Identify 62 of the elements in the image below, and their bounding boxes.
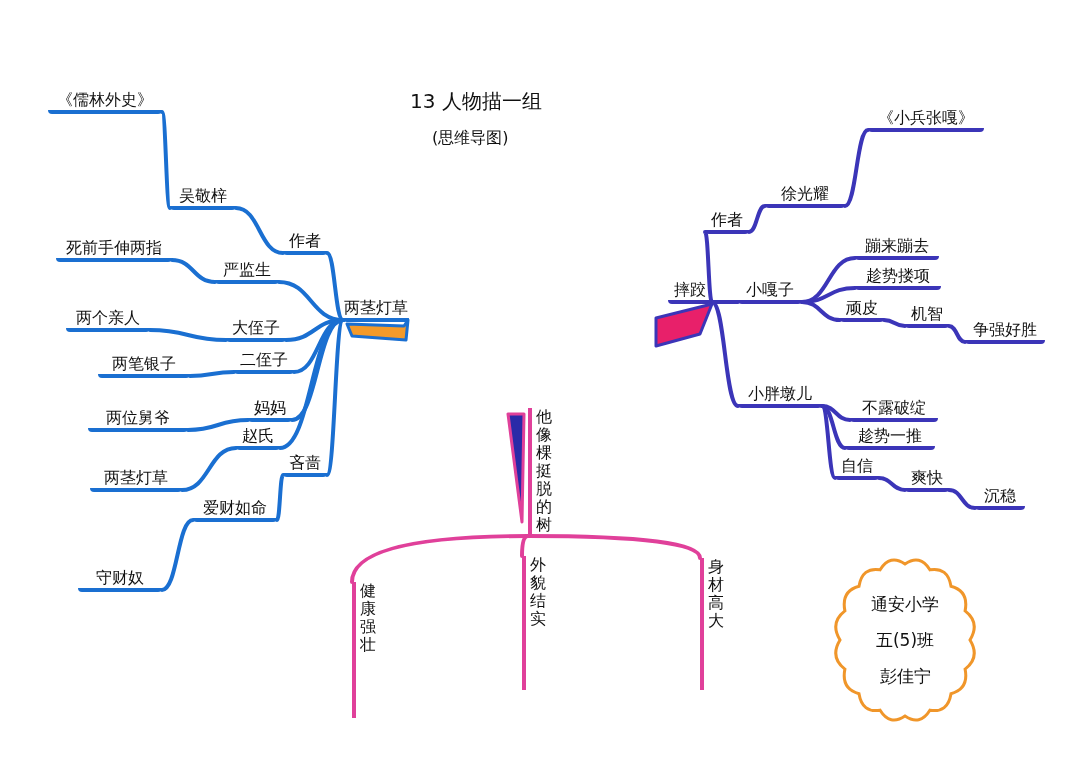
branch-label: 机智 — [905, 304, 949, 328]
branch-label: 两茎灯草 — [90, 468, 182, 492]
branch-line — [275, 473, 285, 522]
branch-line — [526, 534, 702, 560]
branch-label: 他像棵挺脱的树 — [528, 408, 554, 536]
class-label: 五(5)班 — [874, 630, 936, 650]
branch-line — [160, 518, 195, 592]
branch-line — [747, 204, 767, 234]
branch-label: 争强好胜 — [965, 320, 1045, 344]
branch-label: 健康强壮 — [352, 582, 378, 718]
title: 13 人物描一组 — [410, 88, 542, 115]
branch-line — [947, 488, 977, 510]
branch-line — [947, 324, 967, 344]
branch-label: 两位舅爷 — [88, 408, 188, 432]
branch-label: 徐光耀 — [765, 184, 845, 208]
branch-label: 守财奴 — [78, 568, 162, 592]
branch-line — [882, 318, 907, 328]
branch-line — [234, 206, 285, 255]
branch-label: 摔跤 — [668, 280, 712, 304]
cloud-shape — [832, 556, 978, 724]
branch-line — [170, 258, 217, 284]
branch-line — [186, 418, 250, 432]
name-label: 彭佳宁 — [878, 666, 932, 686]
branch-line — [188, 370, 236, 378]
branch-line — [877, 476, 907, 492]
branch-label: 作者 — [283, 231, 327, 255]
branch-label: 赵氏 — [236, 426, 280, 450]
branch-label: 妈妈 — [248, 398, 292, 422]
branch-label: 不露破绽 — [850, 398, 938, 422]
branch-label: 自信 — [835, 456, 879, 480]
branch-line — [148, 328, 228, 342]
branch-label: 作者 — [705, 210, 749, 234]
branch-label: 两笔银子 — [98, 354, 190, 378]
branch-label: 《儒林外史》 — [48, 90, 162, 114]
branch-label: 吴敬梓 — [170, 186, 236, 210]
branch-label: 吝啬 — [283, 453, 327, 477]
branch-label: 趁势一推 — [845, 426, 935, 450]
branch-line — [180, 446, 238, 492]
branch-label: 大侄子 — [226, 318, 286, 342]
branch-line — [820, 404, 847, 450]
branch-line — [160, 110, 172, 210]
subtitle: (思维导图) — [432, 128, 509, 149]
branch-label: 两茎灯草 — [343, 298, 409, 322]
branch-label: 身材高大 — [700, 558, 726, 690]
branch-label: 小嘎子 — [738, 280, 802, 304]
branch-label: 沉稳 — [975, 486, 1025, 510]
school-label: 通安小学 — [870, 594, 940, 614]
branch-label: 严监生 — [215, 260, 279, 284]
branch-line — [843, 128, 870, 208]
branch-label: 《小兵张嘎》 — [868, 108, 984, 132]
branch-label: 爱财如命 — [193, 498, 277, 522]
branch-label: 爽快 — [905, 468, 949, 492]
branch-label: 小胖墩儿 — [738, 384, 822, 408]
branch-line — [800, 300, 842, 322]
branch-label: 外貌结实 — [522, 556, 548, 690]
branch-line — [820, 404, 837, 480]
branch-label: 死前手伸两指 — [56, 238, 172, 262]
branch-label: 顽皮 — [840, 298, 884, 322]
branch-label: 两个亲人 — [66, 308, 150, 332]
branch-label: 趁势搂项 — [855, 266, 941, 290]
branch-label: 二侄子 — [234, 350, 294, 374]
branch-label: 蹦来蹦去 — [855, 236, 939, 260]
